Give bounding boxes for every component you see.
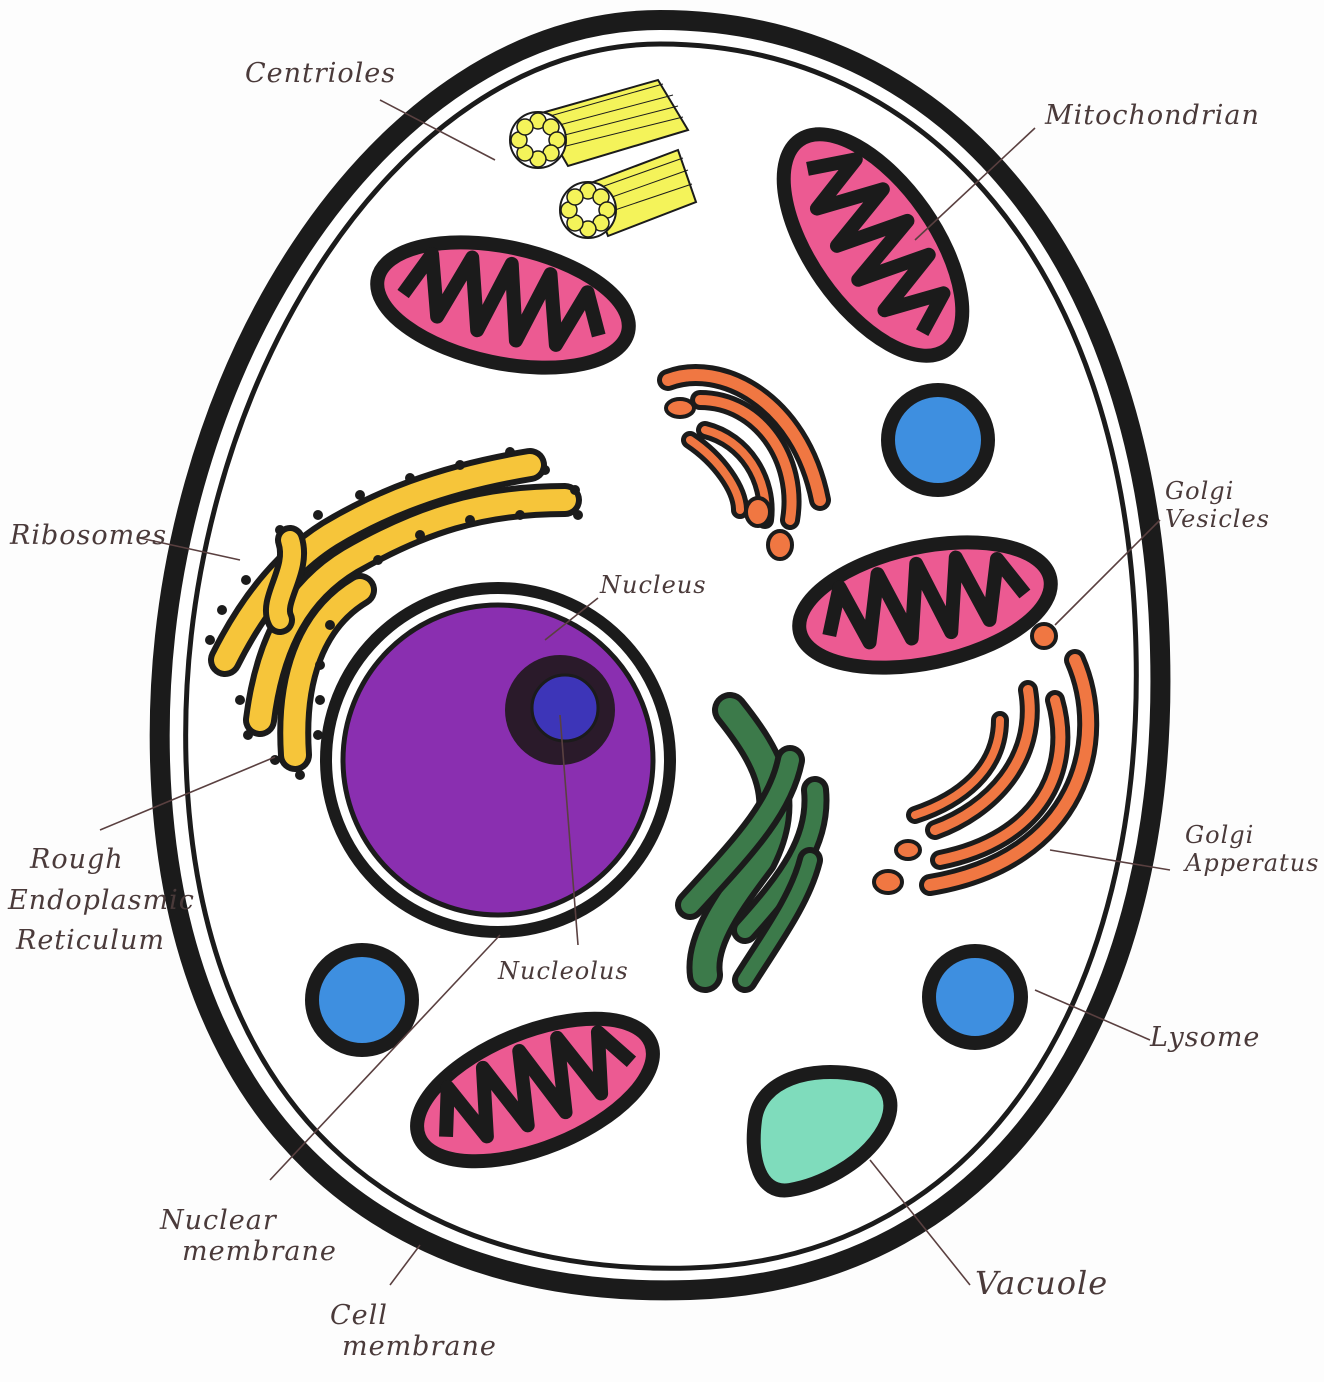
label-mitochondrian: Mitochondrian xyxy=(1045,100,1260,131)
label-cell-membrane-line1: Cell xyxy=(330,1300,497,1331)
label-lysome: Lysome xyxy=(1150,1022,1260,1053)
label-cell-membrane-line2: membrane xyxy=(330,1331,497,1362)
label-nucleus: Nucleus xyxy=(600,572,707,600)
nucleolus xyxy=(505,655,615,765)
label-golgi-vesicles-line2: Vesicles xyxy=(1165,506,1270,534)
label-vacuole: Vacuole xyxy=(975,1265,1108,1302)
label-golgi-apparatus: Golgi Apperatus xyxy=(1185,822,1319,877)
label-rough-er-line3: Reticulum xyxy=(8,921,195,962)
label-rough-er-line1: Rough xyxy=(8,840,195,881)
lysosome-bottom-left xyxy=(312,950,412,1050)
label-golgi-vesicles-line1: Golgi xyxy=(1165,478,1270,506)
lysosome-right xyxy=(929,951,1021,1043)
label-centrioles: Centrioles xyxy=(245,58,396,89)
label-nuclear-membrane-line2: membrane xyxy=(160,1236,337,1267)
label-golgi-apparatus-line2: Apperatus xyxy=(1185,850,1319,878)
label-nucleolus: Nucleolus xyxy=(498,958,629,986)
label-cell-membrane: Cell membrane xyxy=(330,1300,497,1362)
lysosome-top-right xyxy=(888,390,988,490)
label-golgi-apparatus-line1: Golgi xyxy=(1185,822,1319,850)
label-nuclear-membrane-line1: Nuclear xyxy=(160,1205,337,1236)
label-ribosomes: Ribosomes xyxy=(10,520,167,551)
nucleus xyxy=(326,588,670,932)
label-rough-er-line2: Endoplasmic xyxy=(8,881,195,922)
label-nuclear-membrane: Nuclear membrane xyxy=(160,1205,337,1267)
label-rough-er: Rough Endoplasmic Reticulum xyxy=(8,840,195,962)
label-golgi-vesicles: Golgi Vesicles xyxy=(1165,478,1270,533)
